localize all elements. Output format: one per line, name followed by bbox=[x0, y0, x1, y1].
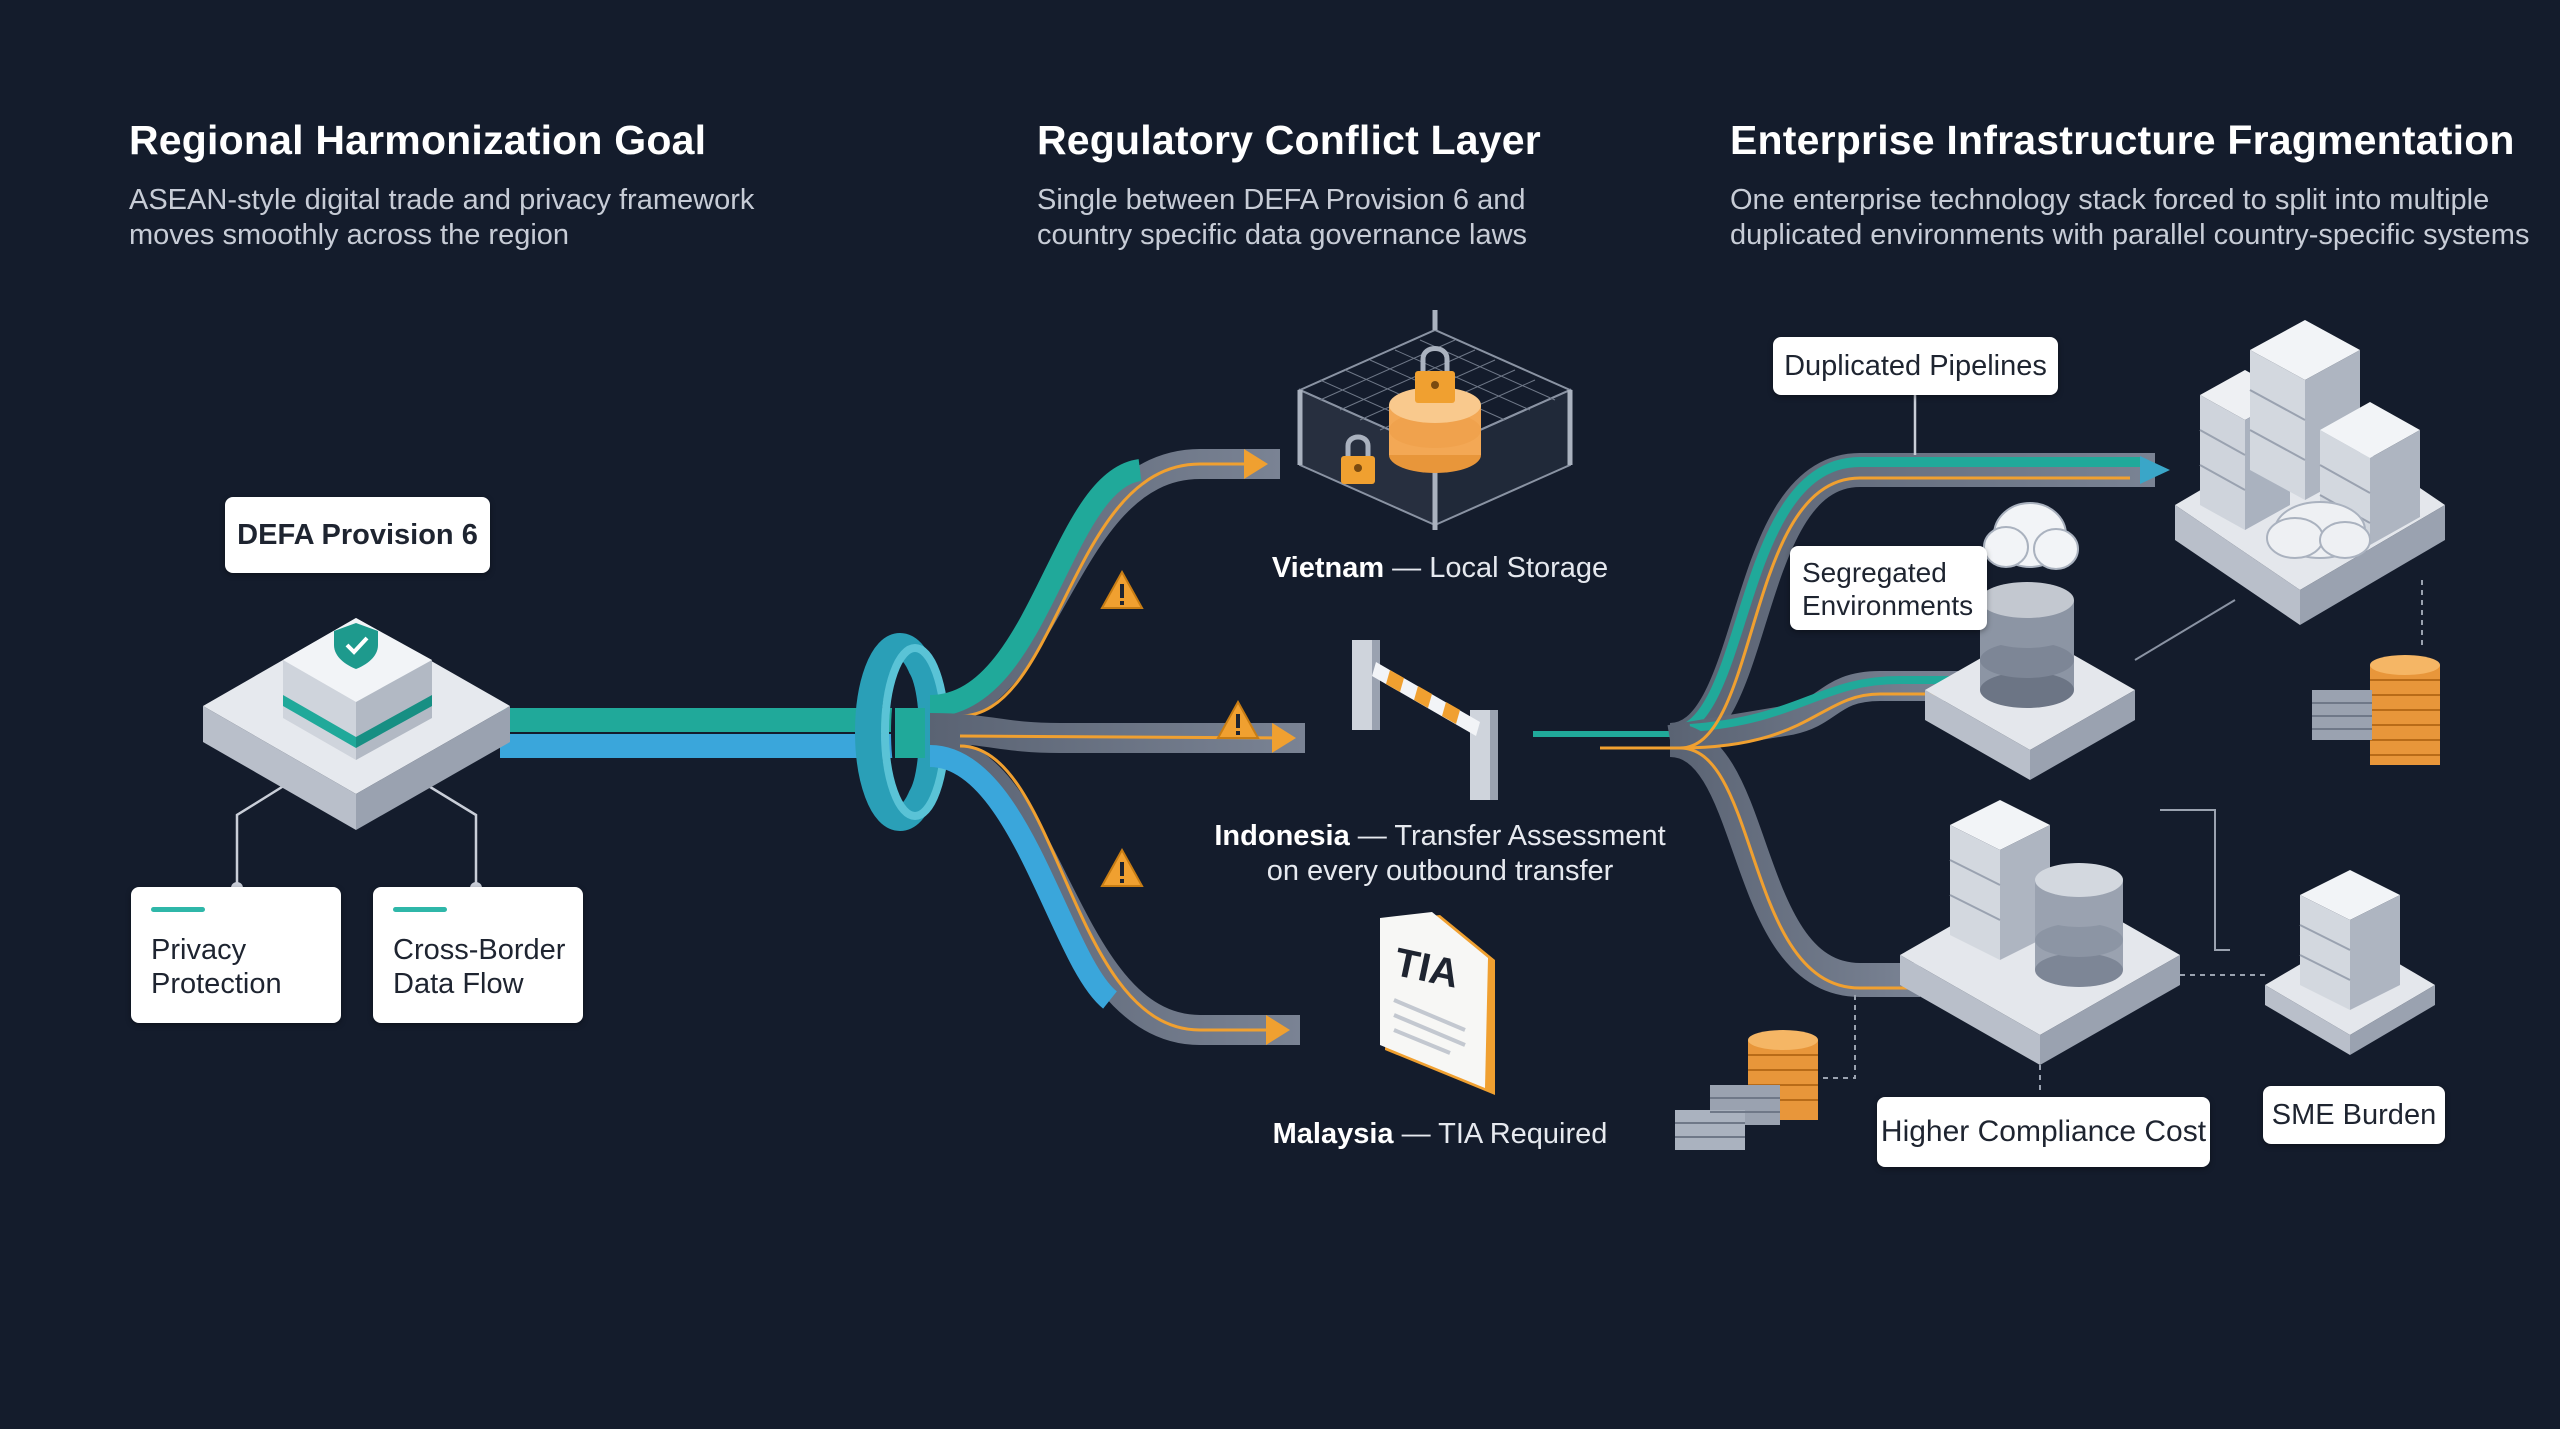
padlock-icon bbox=[1415, 346, 1455, 403]
server-stack-icon bbox=[1949, 800, 2050, 960]
section-subtitle-conflict-1: Single between DEFA Provision 6 and bbox=[1037, 184, 1526, 216]
enterprise-split-pipes bbox=[1533, 453, 2170, 997]
shield-icon bbox=[334, 623, 378, 669]
section-title-fragmentation: Enterprise Infrastructure Fragmentation bbox=[1730, 117, 2515, 163]
section-subtitle-harmonization-2: moves smoothly across the region bbox=[129, 219, 570, 251]
cloud-icon bbox=[2266, 501, 2371, 559]
cross-border-card-text: Cross-Border Data Flow bbox=[393, 934, 566, 1000]
section-subtitle-harmonization-1: ASEAN-style digital trade and privacy fr… bbox=[129, 184, 755, 216]
segregated-environments-label: Segregated Environments bbox=[1790, 546, 1987, 630]
section-subtitle-fragmentation-1: One enterprise technology stack forced t… bbox=[1730, 184, 2490, 216]
card-accent-bar bbox=[393, 907, 447, 912]
vietnam-label: Vietnam — Local Storage bbox=[1271, 552, 1609, 584]
database-icon bbox=[1980, 582, 2074, 708]
section-title-harmonization: Regional Harmonization Goal bbox=[129, 117, 707, 163]
sme-burden-label: SME Burden bbox=[2263, 1086, 2445, 1144]
malaysia-label: Malaysia — TIA Required bbox=[1272, 1118, 1608, 1150]
duplicated-pipelines-label: Duplicated Pipelines bbox=[1773, 337, 2058, 395]
section-title-conflict: Regulatory Conflict Layer bbox=[1037, 117, 1541, 163]
privacy-protection-card: Privacy Protection bbox=[131, 887, 341, 1023]
branch-vietnam bbox=[928, 449, 1280, 727]
caged-storage-icon bbox=[1297, 310, 1573, 530]
indonesia-label-line2: on every outbound transfer bbox=[1266, 855, 1614, 887]
warning-icon bbox=[1100, 847, 1144, 887]
server-stack-icon bbox=[2299, 870, 2400, 1010]
warning-icon bbox=[1216, 699, 1260, 739]
barrier-gate-icon bbox=[1352, 640, 1498, 800]
card-accent-bar bbox=[151, 907, 205, 912]
database-icon bbox=[2035, 863, 2123, 987]
indonesia-label: Indonesia — Transfer Assessment bbox=[1214, 820, 1666, 852]
document-icon: TIA bbox=[1380, 912, 1495, 1095]
dashed-connectors bbox=[1790, 580, 2423, 1095]
money-stack-icon bbox=[2312, 655, 2440, 765]
cross-border-card: Cross-Border Data Flow bbox=[373, 887, 583, 1023]
harmonized-data-stream bbox=[500, 708, 920, 758]
defa-connectors bbox=[235, 780, 478, 888]
money-stack-icon bbox=[1675, 1030, 1818, 1150]
padlock-icon bbox=[1341, 434, 1375, 484]
cloud-icon bbox=[1983, 502, 2079, 570]
server-stack-icon bbox=[2249, 320, 2360, 500]
defa-provision-label: DEFA Provision 6 bbox=[225, 497, 490, 573]
higher-compliance-cost-label: Higher Compliance Cost bbox=[1877, 1097, 2210, 1167]
defa-provision-node bbox=[203, 618, 510, 830]
privacy-card-text: Privacy Protection bbox=[151, 934, 282, 1000]
branch-malaysia bbox=[928, 735, 1300, 1045]
warning-icon bbox=[1100, 569, 1144, 609]
section-subtitle-fragmentation-2: duplicated environments with parallel co… bbox=[1730, 219, 2530, 251]
section-subtitle-conflict-2: country specific data governance laws bbox=[1037, 219, 1528, 251]
